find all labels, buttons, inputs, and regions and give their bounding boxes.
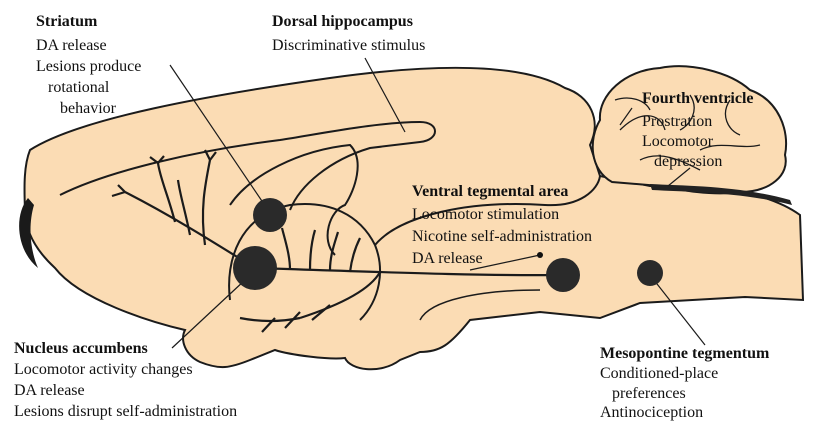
hippocampus-title: Dorsal hippocampus	[272, 14, 413, 30]
accumbens-title: Nucleus accumbens	[14, 341, 148, 357]
mesopontine-nucleus	[637, 260, 663, 286]
accumbens-line-2: DA release	[14, 383, 85, 399]
striatum-line-1: DA release	[36, 38, 107, 54]
vta-line-1: Locomotor stimulation	[412, 207, 559, 223]
striatum-line-4: behavior	[60, 101, 116, 117]
fourth-ventricle-line-1: Prostration	[642, 114, 712, 130]
vta-line-2: Nicotine self-administration	[412, 229, 592, 245]
fourth-ventricle-line-2: Locomotor	[642, 134, 713, 150]
fourth-ventricle-line-3: depression	[654, 154, 722, 170]
vta-nucleus	[546, 258, 580, 292]
mesopontine-line-3: Antinociception	[600, 405, 703, 421]
accumbens-line-1: Locomotor activity changes	[14, 362, 193, 378]
striatum-line-2: Lesions produce	[36, 59, 141, 75]
striatum-nucleus	[253, 198, 287, 232]
mesopontine-line-2: preferences	[612, 386, 686, 402]
vta-line-3: DA release	[412, 251, 483, 267]
vta-title: Ventral tegmental area	[412, 184, 568, 200]
accumbens-line-3: Lesions disrupt self-administration	[14, 404, 237, 420]
striatum-line-3: rotational	[48, 80, 109, 96]
hippocampus-line-1: Discriminative stimulus	[272, 38, 425, 54]
vta-pointer-dot	[537, 252, 543, 258]
striatum-title: Striatum	[36, 14, 97, 30]
mesopontine-line-1: Conditioned-place	[600, 366, 718, 382]
nucleus-accumbens	[233, 246, 277, 290]
mesopontine-title: Mesopontine tegmentum	[600, 346, 769, 362]
fourth-ventricle-title: Fourth ventricle	[642, 91, 754, 107]
